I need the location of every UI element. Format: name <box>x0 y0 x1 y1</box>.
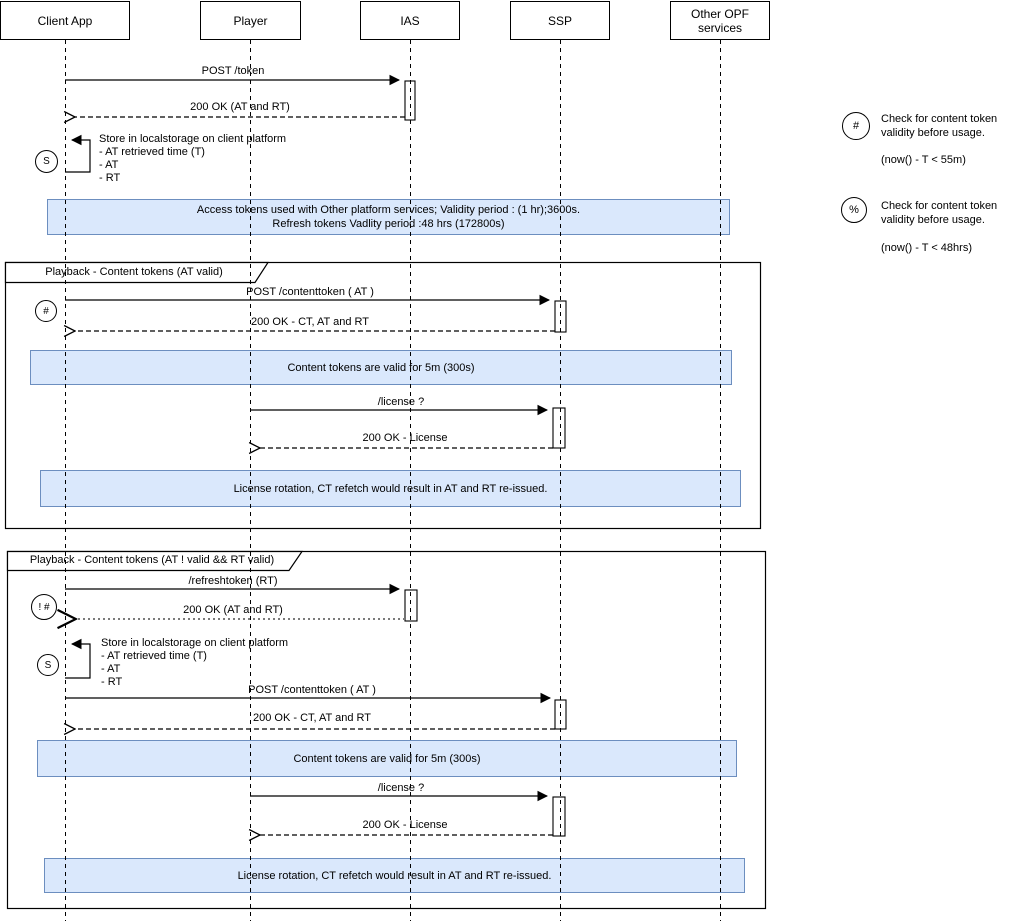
legend-line: validity before usage. <box>881 213 985 226</box>
store-item: - AT retrieved time (T) <box>101 650 207 662</box>
marker-s-2: S <box>37 654 59 676</box>
legend-line: validity before usage. <box>881 126 985 139</box>
label-license-2: /license ? <box>377 782 425 794</box>
legend-percent-text: Check for content token validity before … <box>881 200 997 227</box>
actor-label: Other OPF services <box>690 6 749 35</box>
note-access-tokens: Access tokens used with Other platform s… <box>47 199 730 235</box>
note-text: Content tokens are valid for 5m (300s) <box>293 752 481 765</box>
marker-label: S <box>44 659 52 671</box>
label-200-ct-2: 200 OK - CT, AT and RT <box>253 712 371 724</box>
actor-label: SSP <box>547 13 572 28</box>
note-access-line2: Refresh tokens Vadlity period :48 hrs (1… <box>272 218 505 230</box>
label-200-license-1: 200 OK - License <box>362 432 448 444</box>
note-content-tokens-valid-1: Content tokens are valid for 5m (300s) <box>30 350 732 385</box>
label-license-1: /license ? <box>377 396 425 408</box>
label-store-localstorage-1: Store in localstorage on client platform… <box>99 133 286 185</box>
actor-ias: IAS <box>360 1 460 40</box>
label-post-token: POST /token <box>201 65 265 77</box>
legend-hash-text: Check for content token validity before … <box>881 113 997 140</box>
marker-s-1: S <box>35 150 58 173</box>
legend-hash-formula: (now() - T < 55m) <box>881 154 966 166</box>
actor-label: IAS <box>400 13 420 28</box>
note-license-rotation-1: License rotation, CT refetch would resul… <box>40 470 741 507</box>
actor-label: Player <box>233 13 268 28</box>
arrow-self-store-1 <box>65 134 91 173</box>
note-text: License rotation, CT refetch would resul… <box>233 482 548 495</box>
activation-bars <box>404 80 567 837</box>
label-200-license-2: 200 OK - License <box>362 819 448 831</box>
note-text: Content tokens are valid for 5m (300s) <box>287 361 475 374</box>
note-text: License rotation, CT refetch would resul… <box>237 869 552 882</box>
actor-label: Client App <box>37 13 93 28</box>
label-refreshtoken: /refreshtoken (RT) <box>188 575 278 587</box>
store-item: - AT <box>101 663 121 675</box>
marker-label: S <box>43 156 50 167</box>
note-access-line1: Access tokens used with Other platform s… <box>196 204 581 216</box>
legend-symbol: % <box>849 204 859 216</box>
frame-title-at-valid: Playback - Content tokens (AT valid) <box>45 266 223 278</box>
label-post-contenttoken-1: POST /contenttoken ( AT ) <box>246 286 374 298</box>
actor-player: Player <box>200 1 301 40</box>
store-title: Store in localstorage on client platform <box>99 133 287 145</box>
store-item: - AT retrieved time (T) <box>99 146 205 158</box>
marker-label: ! # <box>38 601 50 613</box>
store-item: - AT <box>99 159 119 171</box>
marker-hash-1: # <box>35 300 57 322</box>
legend-hash-icon: # <box>842 112 870 140</box>
label-store-localstorage-2: Store in localstorage on client platform… <box>101 637 288 689</box>
marker-not-hash: ! # <box>31 594 57 620</box>
arrow-self-store-2 <box>65 638 91 679</box>
frame-title-at-invalid: Playback - Content tokens (AT ! valid &&… <box>29 554 275 566</box>
legend-line: Check for content token <box>881 113 998 125</box>
actor-other-opf-services: Other OPF services <box>670 1 770 40</box>
label-200-ct-1: 200 OK - CT, AT and RT <box>251 316 369 328</box>
store-title: Store in localstorage on client platform <box>101 637 289 649</box>
marker-label: # <box>43 305 49 317</box>
actor-ssp: SSP <box>510 1 610 40</box>
label-post-contenttoken-2: POST /contenttoken ( AT ) <box>248 684 376 696</box>
note-license-rotation-2: License rotation, CT refetch would resul… <box>44 858 745 893</box>
label-200-at-rt: 200 OK (AT and RT) <box>190 101 290 113</box>
label-200-at-rt-2: 200 OK (AT and RT) <box>183 604 283 616</box>
store-item: - RT <box>99 172 121 184</box>
actor-client-app: Client App <box>0 1 130 40</box>
legend-percent-icon: % <box>841 197 867 223</box>
legend-symbol: # <box>852 120 860 132</box>
legend-line: Check for content token <box>881 200 998 212</box>
legend-percent-formula: (now() - T < 48hrs) <box>881 242 972 254</box>
frame-at-invalid-border <box>6 550 767 910</box>
note-content-tokens-valid-2: Content tokens are valid for 5m (300s) <box>37 740 737 777</box>
